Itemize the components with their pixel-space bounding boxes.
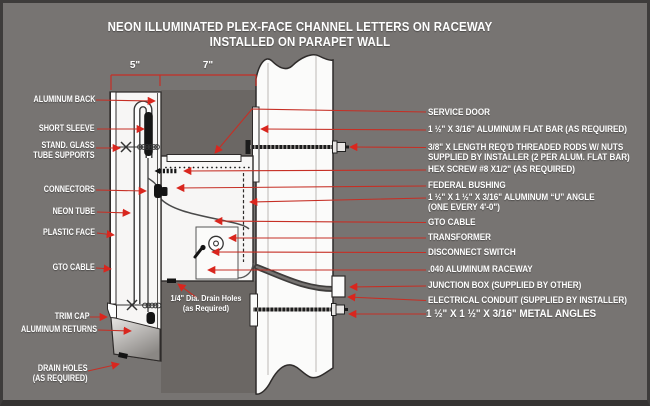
leader-lines-right (176, 108, 427, 319)
label-transformer: TRANSFORMER (428, 232, 491, 242)
tube-support-bottom-drawing (115, 299, 162, 311)
tube-support-top-drawing (117, 141, 160, 153)
disconnect-switch-drawing (193, 244, 206, 259)
label-junction-box: JUNCTION BOX (SUPPLIED BY OTHER) (428, 280, 582, 290)
label-aluminum-returns: ALUMINUM RETURNS (21, 324, 97, 334)
neon-tube-drawing (133, 100, 153, 304)
label-metal-angles: 1 ½" X 1 ½" X 3/16" METAL ANGLES (426, 308, 597, 320)
page-title-line1: NEON ILLUMINATED PLEX-FACE CHANNEL LETTE… (107, 19, 493, 34)
label-tube-supports: STAND. GLASS TUBE SUPPORTS (33, 140, 95, 160)
label-electrical-conduit: ELECTRICAL CONDUIT (SUPPLIED BY INSTALLE… (428, 295, 627, 305)
label-raceway: .040 ALUMINUM RACEWAY (428, 264, 533, 274)
label-trim-cap: TRIM CAP (54, 311, 89, 321)
label-drain-holes: DRAIN HOLES (AS REQUIRED) (33, 363, 88, 383)
federal-bushing-drawing (161, 187, 168, 196)
transformer-box-drawing (195, 226, 239, 280)
channel-letter-drawing (107, 91, 177, 362)
drain-note-arrow (177, 283, 198, 299)
letter-drain-hole (118, 352, 128, 359)
label-short-sleeve: SHORT SLEEVE (39, 123, 95, 133)
raceway-drain-hole (167, 278, 176, 283)
flat-bar-drawing (252, 106, 260, 183)
drain-note: 1/4" Dia. Drain Holes (as Required) (170, 293, 242, 313)
label-gto-cable-right: GTO CABLE (428, 217, 476, 227)
aluminum-returns-drawing (110, 316, 161, 362)
page-title-line2: INSTALLED ON PARAPET WALL (209, 34, 391, 49)
gto-cable-raceway-drawing (159, 197, 250, 230)
plastic-face-drawing (110, 91, 117, 305)
label-threaded-rods: 3/8" X LENGTH REQ'D THREADED RODS W/ NUT… (428, 142, 630, 162)
leader-lines-left (87, 96, 156, 372)
dimension-7in: 7" (202, 60, 214, 71)
label-disconnect-switch: DISCONNECT SWITCH (428, 247, 516, 257)
page-title: NEON ILLUMINATED PLEX-FACE CHANNEL LETTE… (36, 19, 564, 49)
threaded-rod-top-drawing (245, 140, 349, 154)
label-connectors: CONNECTORS (43, 184, 95, 194)
label-federal-bushing: FEDERAL BUSHING (428, 180, 506, 190)
service-door-drawing (166, 154, 242, 162)
label-hex-screw: HEX SCREW #8 X1/2" (AS REQUIRED) (428, 164, 575, 174)
label-neon-tube: NEON TUBE (52, 206, 95, 216)
label-aluminum-back: ALUMINUM BACK (33, 94, 95, 104)
threaded-rod-bottom-drawing (253, 303, 348, 316)
label-flat-bar: 1 ½" X 3/16" ALUMINUM FLAT BAR (AS REQUI… (428, 124, 627, 134)
junction-box-drawing (331, 275, 346, 298)
label-gto-cable-left: GTO CABLE (52, 262, 95, 272)
label-u-angle: 1 ½" X 1 ½" X 3/16" ALUMINUM “U” ANGLE (… (428, 192, 595, 212)
hex-screw-drawing (154, 168, 177, 174)
dimension-5in: 5" (129, 60, 141, 71)
bottom-electrode-drawing (146, 312, 155, 324)
parapet-wall-drawing (255, 54, 334, 395)
raceway-drawing (159, 154, 254, 283)
dimension-lines (110, 74, 257, 90)
label-plastic-face: PLASTIC FACE (42, 227, 95, 237)
label-service-door: SERVICE DOOR (428, 107, 490, 117)
connector-drawing (154, 184, 162, 198)
